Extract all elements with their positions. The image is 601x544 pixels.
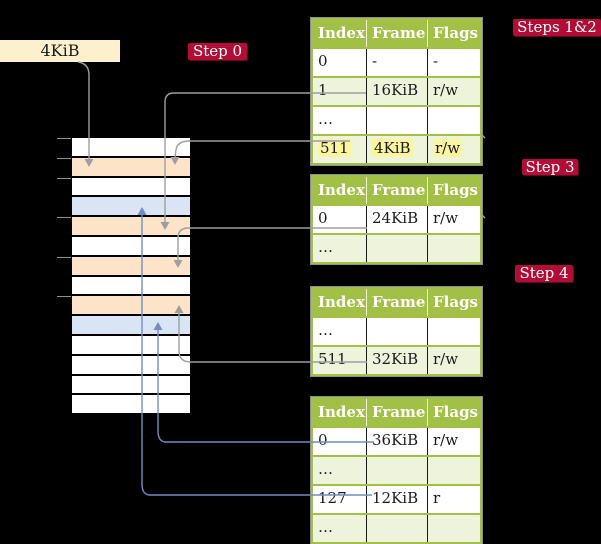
- memory-frame-row-0-white: [72, 138, 190, 156]
- highlighted-value: 4KiB: [372, 139, 413, 157]
- badge-step-4: Step 4: [515, 265, 573, 282]
- table-cell: 32KiB: [367, 347, 428, 374]
- table-cell: 511: [313, 347, 367, 374]
- memory-frame-row-13-white: [72, 395, 190, 414]
- table-row: …: [313, 105, 480, 134]
- table-cell: 127: [313, 486, 367, 513]
- table-cell: 1: [313, 78, 367, 105]
- table-cell: 0: [313, 428, 367, 455]
- column-header-flags: Flags: [433, 403, 478, 421]
- memory-frame-row-5-white: [72, 237, 190, 255]
- table-row: …: [313, 455, 480, 484]
- table-cell: [428, 318, 480, 345]
- table-cell: r/w: [433, 81, 459, 99]
- table-cell: [428, 107, 480, 134]
- memory-frame-row-4-peach: [72, 217, 190, 235]
- memory-tick-mark: [57, 296, 71, 298]
- memory-frame-row-2-white: [72, 177, 190, 196]
- column-header-flags: Flags: [433, 293, 478, 311]
- table-row: …: [313, 316, 480, 345]
- table-cell: [428, 457, 480, 484]
- memory-tick-mark: [57, 138, 71, 139]
- table-cell: [367, 457, 428, 484]
- highlighted-value: 511: [318, 139, 351, 157]
- table-cell: …: [313, 457, 367, 484]
- memory-frame-row-7-white: [72, 276, 190, 295]
- table-cell: r/w: [433, 209, 459, 227]
- table-cell: …: [313, 235, 367, 262]
- table-cell: r/w: [433, 350, 459, 368]
- table-row: 0--: [313, 47, 480, 76]
- memory-frame-row-10-white: [72, 336, 190, 354]
- table-cell: [367, 107, 428, 134]
- column-header-index: Index: [313, 20, 367, 47]
- column-header-frame: Frame: [367, 177, 428, 204]
- table-cell: 36KiB: [367, 428, 428, 455]
- table-cell: 0: [313, 49, 367, 76]
- table-cell: [367, 515, 428, 542]
- table-cell: r/w: [433, 431, 459, 449]
- badge-step-3: Step 3: [522, 159, 578, 175]
- table-cell: [428, 235, 480, 262]
- table-cell: …: [313, 107, 367, 134]
- column-header-frame: Frame: [367, 289, 428, 316]
- badge-steps-1-2: Steps 1&2: [513, 19, 601, 36]
- table-cell: …: [313, 318, 367, 345]
- table-cell: r: [433, 489, 441, 507]
- memory-frame-row-1-peach: [72, 157, 190, 176]
- highlighted-value: r/w: [433, 139, 463, 157]
- memory-frame-row-11-white: [72, 355, 190, 374]
- column-header-frame: Frame: [367, 20, 428, 47]
- memory-tick-mark: [57, 217, 71, 219]
- page-table-diagram: 4KiB Step 0 Steps 1&2 Step 3 Step 4 Inde…: [0, 17, 601, 544]
- column-header-index: Index: [313, 177, 367, 204]
- memory-frame-row-12-white: [72, 375, 190, 394]
- table-cell: [367, 235, 428, 262]
- memory-frame-row-9-blue: [72, 316, 190, 334]
- table-row: …: [313, 233, 480, 262]
- table-cell: …: [313, 515, 367, 542]
- badge-step-0: Step 0: [188, 43, 247, 60]
- memory-frame-row-6-peach: [72, 256, 190, 275]
- table-cell: 12KiB: [367, 486, 428, 513]
- column-header-index: Index: [313, 289, 367, 316]
- table-cell: 24KiB: [367, 206, 428, 233]
- table-cell: r/w: [428, 136, 480, 163]
- memory-tick-mark: [57, 177, 71, 179]
- column-header-flags: Flags: [433, 181, 478, 199]
- table-row: 511 4KiB r/w: [313, 134, 480, 163]
- frame-size-label: 4KiB: [0, 40, 120, 62]
- table-cell: [428, 515, 480, 542]
- memory-tick-mark: [57, 157, 71, 159]
- column-header-frame: Frame: [367, 399, 428, 426]
- table-cell: [367, 318, 428, 345]
- table-cell: -: [367, 49, 428, 76]
- memory-frame-row-8-peach: [72, 296, 190, 315]
- column-header-flags: Flags: [433, 24, 478, 42]
- table-cell: 4KiB: [367, 136, 428, 163]
- column-header-index: Index: [313, 399, 367, 426]
- table-cell: -: [433, 52, 439, 70]
- table-cell: 511: [313, 136, 367, 163]
- table-cell: 0: [313, 206, 367, 233]
- memory-frame-row-3-blue: [72, 197, 190, 216]
- memory-tick-mark: [57, 256, 71, 258]
- table-cell: 16KiB: [367, 78, 428, 105]
